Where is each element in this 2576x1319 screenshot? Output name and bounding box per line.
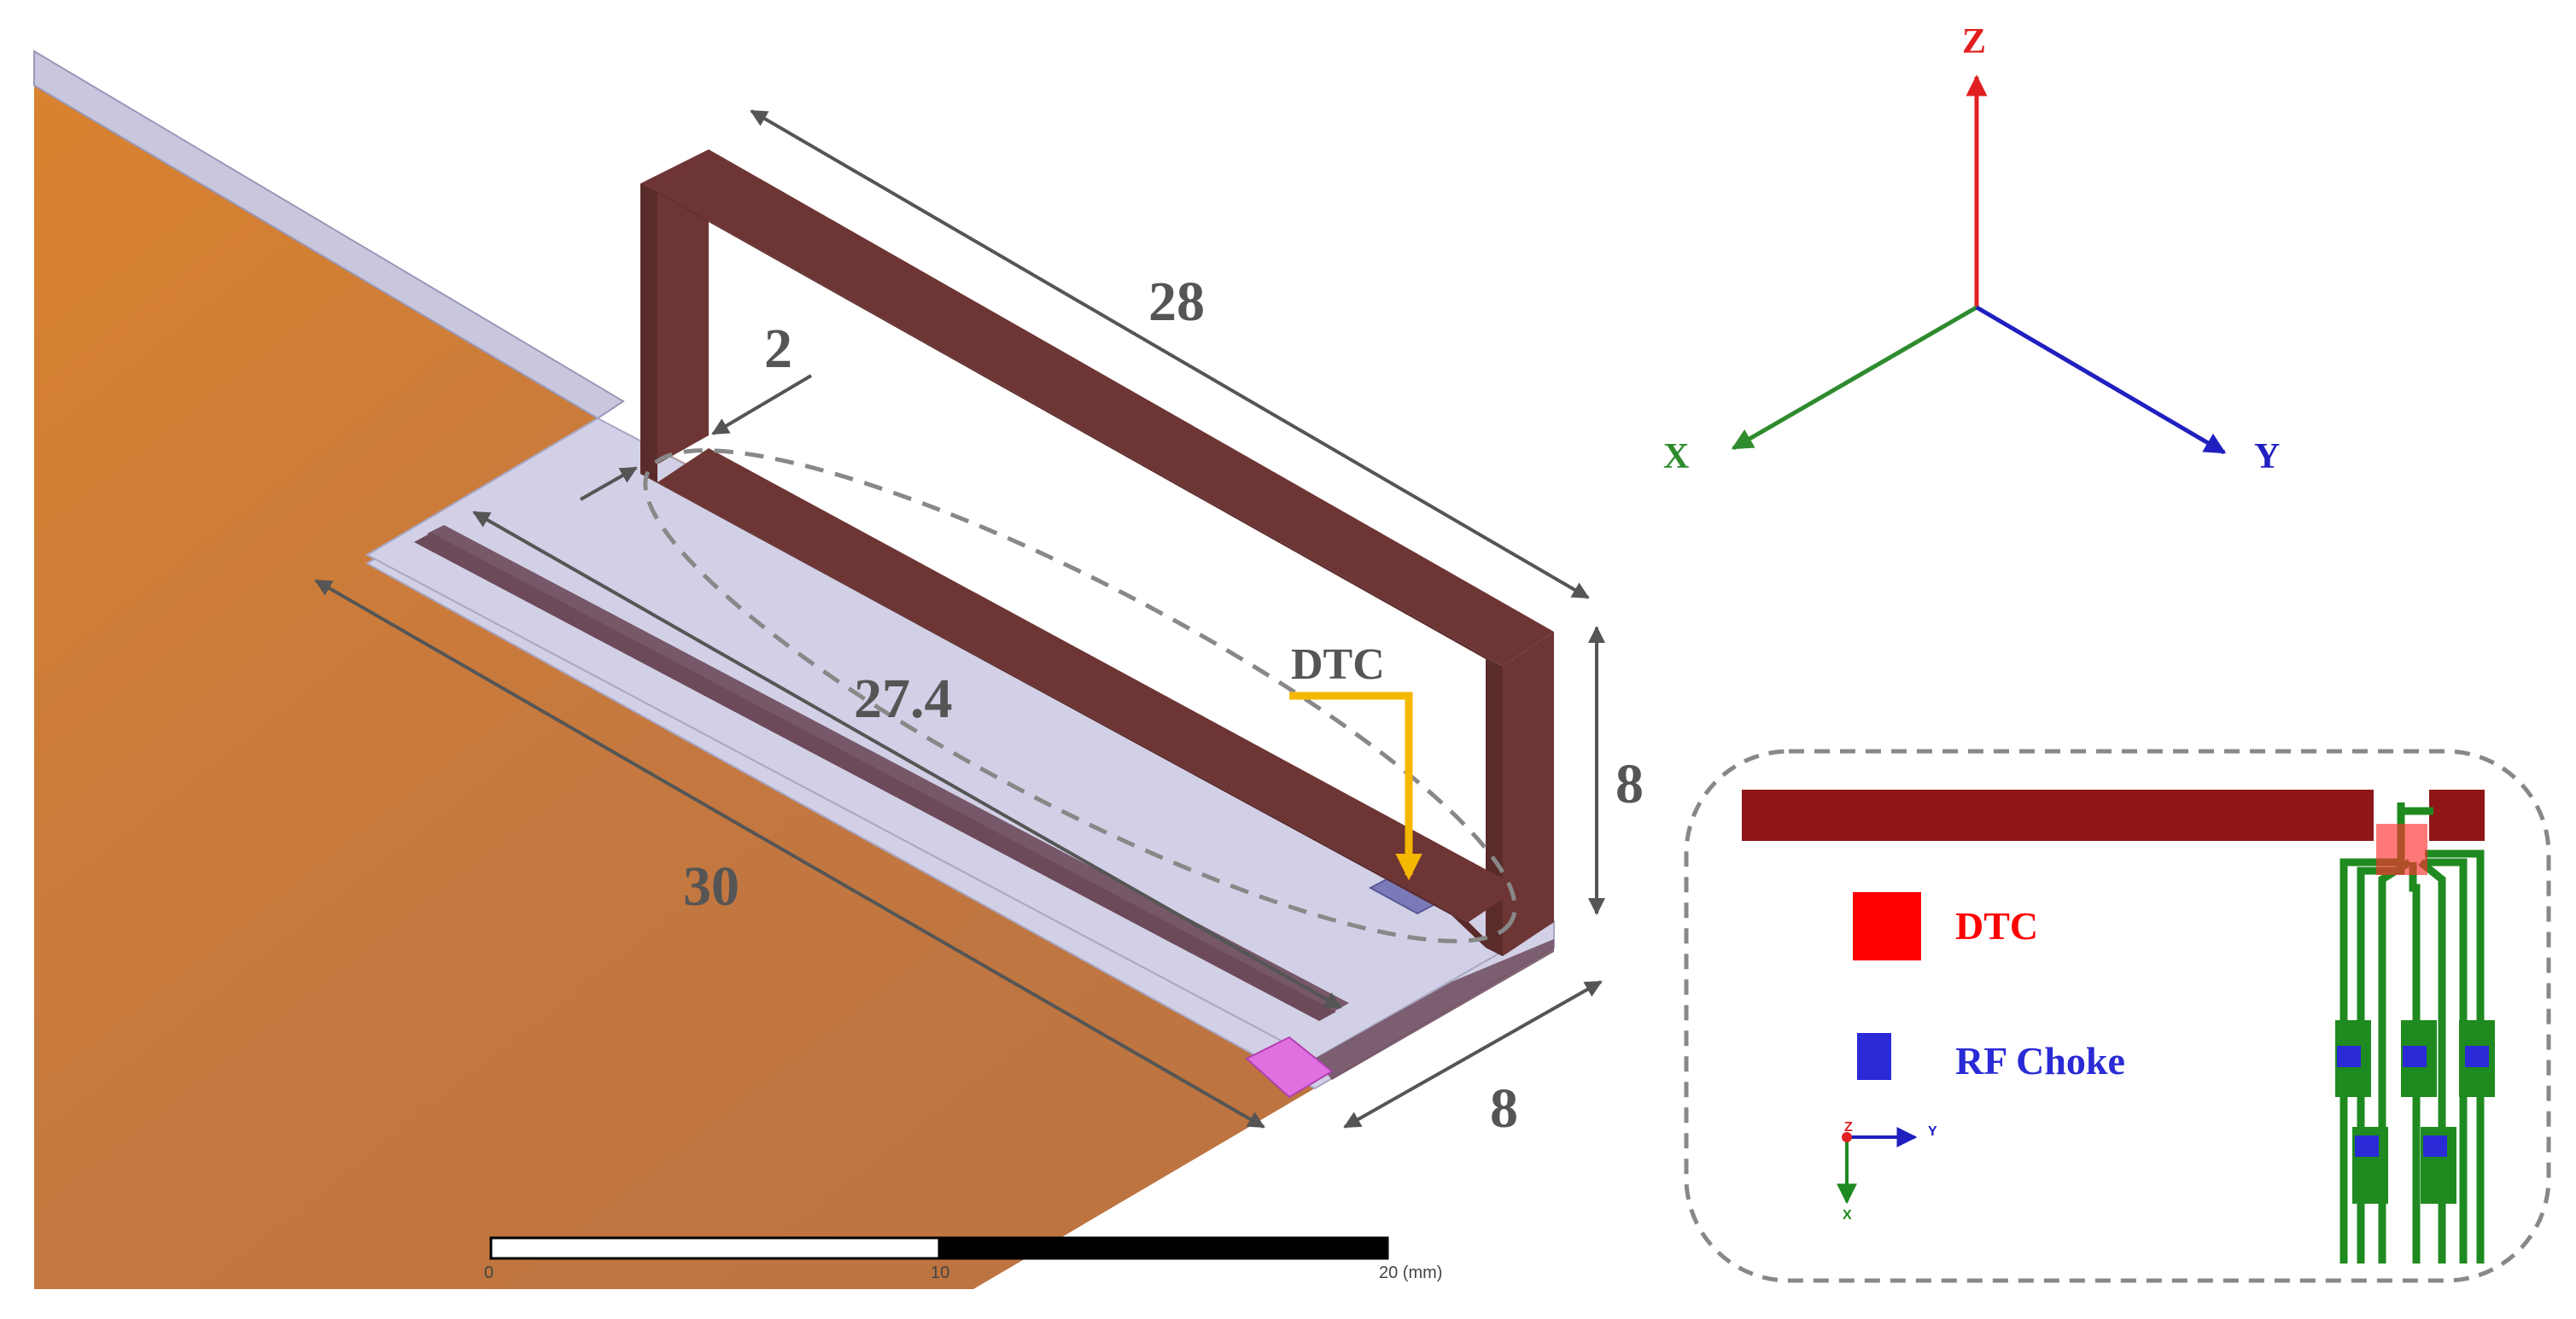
z-axis-label: Z xyxy=(1962,22,1986,61)
rf-choke-1 xyxy=(2337,1046,2361,1067)
inset-dtc xyxy=(2376,824,2427,875)
scale-tick-0: 0 xyxy=(484,1264,494,1282)
mini-z-axis xyxy=(1842,1132,1852,1142)
rf-choke-4 xyxy=(2355,1135,2379,1157)
feed-port xyxy=(1245,1036,1334,1099)
loop-bottom-end xyxy=(1452,915,1503,956)
mini-x-label: X xyxy=(1843,1208,1852,1223)
legend-rf-choke-swatch xyxy=(1857,1033,1891,1080)
legend-dtc-swatch xyxy=(1853,892,1921,960)
rf-choke-2 xyxy=(2403,1046,2427,1067)
loop-right-post xyxy=(1503,632,1554,956)
label-dtc-callout: DTC xyxy=(1291,640,1385,689)
legend-dtc-label: DTC xyxy=(1955,904,2038,948)
loop-left-post-side xyxy=(640,184,657,482)
loop-right-post-side xyxy=(1486,659,1503,956)
rf-choke-3 xyxy=(2465,1046,2489,1067)
inset-border xyxy=(1684,749,2551,1283)
dim-line-loop-length xyxy=(750,109,1590,599)
dimension-lines: 28 2 27.4 30 8 8 DTC xyxy=(314,109,1644,1140)
dim-line-ground xyxy=(314,579,1265,1129)
y-axis-label: Y xyxy=(2254,437,2280,476)
label-strip-length: 27.4 xyxy=(854,668,953,730)
inset-panel: DTC RF Choke Z Y X xyxy=(1684,749,2551,1283)
label-ground-length: 30 xyxy=(683,855,739,918)
rf-choke-5 xyxy=(2423,1135,2447,1157)
scale-bar-white-segment xyxy=(489,1236,941,1260)
label-gap-width: 2 xyxy=(764,318,792,380)
label-loop-length: 28 xyxy=(1148,271,1205,333)
coordinate-axes: Z X Y xyxy=(1663,22,2280,476)
x-axis-label: X xyxy=(1663,437,1689,476)
mini-z-label: Z xyxy=(1844,1120,1853,1135)
inset-antenna-strip-right xyxy=(2429,790,2485,841)
y-axis-line xyxy=(1975,305,2227,455)
scale-bar-black-segment xyxy=(938,1236,1389,1260)
inset-antenna-strip xyxy=(1742,790,2374,841)
scale-bar: 0 10 20 (mm) xyxy=(484,1236,1442,1282)
inset-rf-chokes xyxy=(2337,1046,2489,1157)
label-clearance-width: 8 xyxy=(1490,1077,1518,1140)
dim-line-gap-2 xyxy=(580,466,638,501)
dim-line-clearance xyxy=(1343,980,1603,1129)
legend-rf-choke-label: RF Choke xyxy=(1955,1039,2125,1083)
dim-line-gap xyxy=(711,374,813,435)
scale-tick-10: 10 xyxy=(931,1264,949,1282)
scale-tick-20: 20 (mm) xyxy=(1379,1264,1442,1282)
x-axis-line xyxy=(1731,305,1978,451)
label-loop-height: 8 xyxy=(1615,753,1644,815)
mini-y-label: Y xyxy=(1928,1124,1937,1139)
